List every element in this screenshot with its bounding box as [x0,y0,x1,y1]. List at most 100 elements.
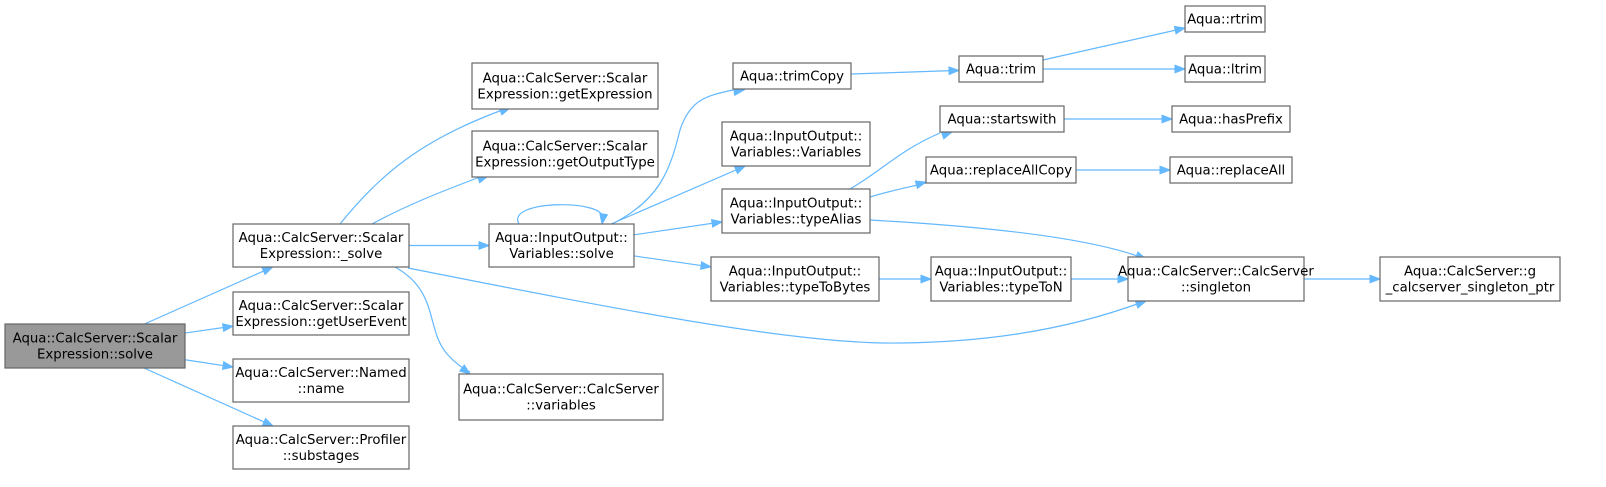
node-label-line: ::variables [526,399,596,414]
node-box [232,291,410,336]
edge-arrowhead [940,131,954,140]
node-trimCopy[interactable]: Aqua::trimCopy [732,62,852,90]
edge-arrowhead [1117,274,1130,284]
node-label-line: Variables::typeToBytes [720,281,871,296]
edge-arrowhead [1173,25,1187,35]
edge-arrowhead [1174,64,1187,74]
node-getUserEvent[interactable]: Aqua::CalcServer::ScalarExpression::getU… [232,291,410,336]
node-named-name[interactable]: Aqua::CalcServer::Named::name [232,358,410,403]
node-typeToBytes[interactable]: Aqua::InputOutput::Variables::typeToByte… [710,256,880,302]
node-box [232,223,410,268]
node-box [721,188,871,234]
edge-line [339,108,506,225]
edge-typeAlias-to-singleton [869,219,1148,260]
node-substages[interactable]: Aqua::CalcServer::Profiler::substages [232,425,410,470]
node-box [1127,256,1305,302]
edge-vars_solve-to-typeToBytes [633,255,713,270]
node-box [925,156,1077,184]
node-label-line: Variables::typeAlias [731,213,862,228]
node-box [1171,105,1291,133]
node-label-line: Aqua::CalcServer::g [1404,265,1536,280]
edge-typeAlias-to-replaceAllCopy [869,180,928,198]
edge-trimCopy-to-trim [850,66,961,76]
edge-line [610,165,746,225]
node-label-line: Aqua::CalcServer::CalcServer [1118,265,1314,280]
edge-solve_root-to-named_name [184,359,235,370]
node-replaceAllCopy[interactable]: Aqua::replaceAllCopy [925,156,1077,184]
node-box [1169,156,1293,184]
node-label-line: Aqua::CalcServer::Scalar [239,299,404,314]
node-cs-variables[interactable]: Aqua::CalcServer::CalcServer::variables [458,373,664,421]
node-label-line: ::singleton [1181,281,1251,296]
edge-arrowhead [920,274,933,284]
node-box [710,256,880,302]
node-label-line: Expression::_solve [260,247,383,262]
edge-singleton-to-g_ptr [1304,274,1382,284]
edge-line [143,367,274,427]
node-getOutputType[interactable]: Aqua::CalcServer::ScalarExpression::getO… [471,130,659,178]
node-g-ptr[interactable]: Aqua::CalcServer::g_calcserver_singleton… [1379,256,1561,302]
edge-_solve-to-cs_variables [394,266,472,375]
node-vars-ctor[interactable]: Aqua::InputOutput::Variables::Variables [721,121,871,167]
edge-line [144,266,273,325]
node-solve-root[interactable]: Aqua::CalcServer::ScalarExpression::solv… [4,323,186,369]
node-label-line: Aqua::startswith [948,113,1057,128]
node-singleton[interactable]: Aqua::CalcServer::CalcServer::singleton [1118,256,1314,302]
edge-arrowhead [261,266,274,276]
node-label-line: Aqua::ltrim [1188,63,1262,78]
node-startswith[interactable]: Aqua::startswith [939,105,1065,133]
node-ltrim[interactable]: Aqua::ltrim [1184,55,1266,83]
node-box [1184,55,1266,83]
node-box [939,105,1065,133]
node-trim[interactable]: Aqua::trim [958,55,1044,83]
node-box [4,323,186,369]
node--solve[interactable]: Aqua::CalcServer::ScalarExpression::_sol… [232,223,410,268]
node-getExpression[interactable]: Aqua::CalcServer::ScalarExpression::getE… [471,62,659,110]
node-label-line: Aqua::InputOutput:: [495,231,627,246]
node-label-line: Aqua::CalcServer::Profiler [236,433,407,448]
node-label-line: Expression::getUserEvent [235,315,406,330]
node-label-line: Aqua::replaceAll [1177,164,1285,179]
node-hasPrefix[interactable]: Aqua::hasPrefix [1171,105,1291,133]
node-label-line: Aqua::trimCopy [740,70,844,85]
edge-replaceAllCopy-to-replaceAll [1076,165,1172,175]
edge-line [849,132,941,190]
edge-trim-to-rtrim [1042,25,1187,61]
node-box [958,55,1044,83]
node-vars-solve[interactable]: Aqua::InputOutput::Variables::solve [488,223,635,268]
edge-trim-to-ltrim [1043,64,1187,74]
node-label-line: Aqua::CalcServer::Scalar [13,332,178,347]
edge-arrowhead [221,323,235,333]
node-box [930,256,1072,302]
node-box [1184,5,1266,33]
edge-line [407,267,1141,344]
node-label-line: Aqua::CalcServer::Scalar [239,231,404,246]
node-replaceAll[interactable]: Aqua::replaceAll [1169,156,1293,184]
node-label-line: Aqua::trim [966,63,1036,78]
node-label-line: Expression::getOutputType [475,156,655,171]
node-typeAlias[interactable]: Aqua::InputOutput::Variables::typeAlias [721,188,871,234]
node-rtrim[interactable]: Aqua::rtrim [1184,5,1266,33]
node-label-line: _calcserver_singleton_ptr [1385,281,1555,296]
edge-_solve-to-vars_solve [409,240,491,251]
node-typeToN[interactable]: Aqua::InputOutput::Variables::typeToN [930,256,1072,302]
edge-vars_solve-to-typeAlias [633,218,724,236]
edge-line [394,266,471,373]
edge-arrowhead [599,212,609,226]
node-box [232,425,410,470]
edge-line [1042,27,1186,61]
edge-typeToN-to-singleton [1071,274,1130,284]
node-label-line: Aqua::InputOutput:: [935,265,1067,280]
edge-arrowhead [478,240,491,251]
edge-line [371,176,481,225]
edge-arrowhead [261,417,275,427]
node-label-line: ::name [298,382,345,397]
edge-arrowhead [1369,274,1382,284]
edge-vars_solve-to-vars_solve [517,204,609,226]
node-label-line: Aqua::CalcServer::Named [235,366,406,381]
node-box [458,373,664,421]
node-label-line: ::substages [283,449,360,464]
node-box [471,130,659,178]
node-box [488,223,635,268]
edge-line [611,89,734,225]
